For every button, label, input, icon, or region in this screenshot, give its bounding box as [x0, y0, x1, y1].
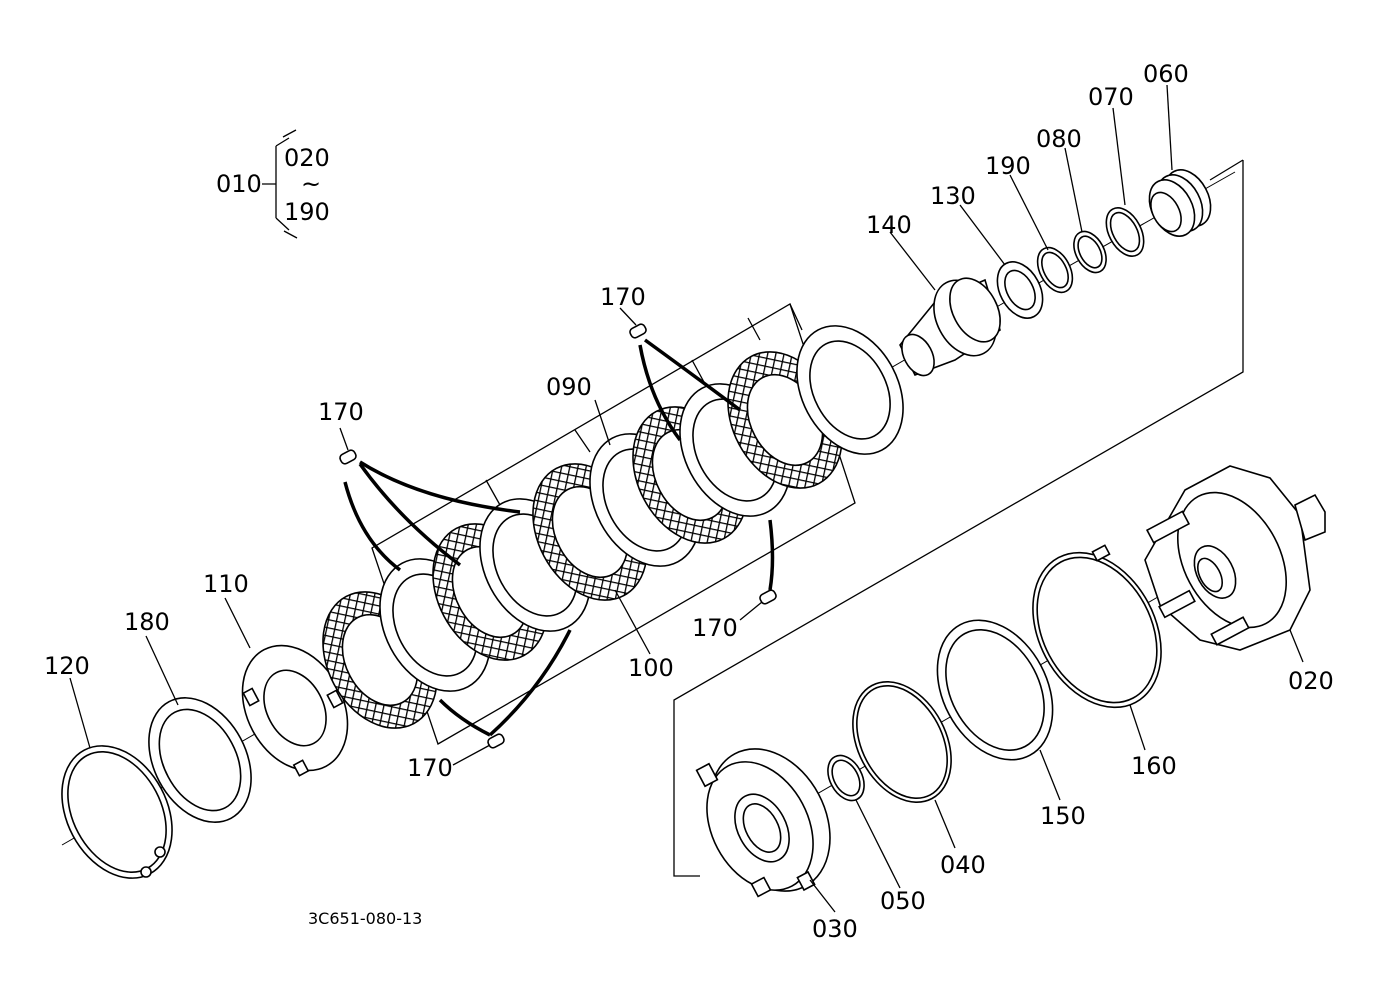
part-120-snap-ring [61, 745, 173, 879]
part-170-springs [339, 323, 777, 749]
part-130-bearing [996, 261, 1044, 319]
callout-170-c: 170 [692, 614, 738, 642]
part-180-washer [148, 697, 252, 823]
callout-060: 060 [1143, 60, 1189, 88]
part-150-spring-plate [936, 619, 1054, 761]
callout-020: 020 [1288, 667, 1334, 695]
callout-100: 100 [628, 654, 674, 682]
part-190-o-ring [1036, 246, 1074, 294]
callout-030: 030 [812, 915, 858, 943]
pressure-plate [796, 325, 904, 455]
callout-050: 050 [880, 887, 926, 915]
callout-170-b: 170 [600, 283, 646, 311]
callout-170-a: 170 [318, 398, 364, 426]
callout-040: 040 [940, 851, 986, 879]
callout-190: 190 [985, 152, 1031, 180]
callout-170-d: 170 [407, 754, 453, 782]
callout-160: 160 [1131, 752, 1177, 780]
assembly-group-bracket [262, 129, 298, 239]
callout-130: 130 [930, 182, 976, 210]
part-110-end-plate [241, 644, 349, 777]
piston-assembly-outline [673, 159, 1244, 877]
group-range-separator: ~ [301, 170, 321, 198]
callout-150: 150 [1040, 802, 1086, 830]
group-range-start: 020 [284, 144, 330, 172]
part-160-seal-ring [1032, 544, 1162, 709]
callout-070: 070 [1088, 83, 1134, 111]
part-070-ring [1105, 207, 1145, 257]
leader-lines [69, 84, 1304, 913]
group-main-label: 010 [216, 170, 262, 198]
part-080-snap-ring [1073, 230, 1107, 274]
callout-080: 080 [1036, 125, 1082, 153]
part-030-piston-housing [695, 748, 831, 898]
part-020-clutch-drum [1144, 465, 1326, 651]
part-060-seal-rings [1148, 169, 1212, 237]
part-140-clutch-hub [899, 277, 1001, 377]
callout-180: 180 [124, 608, 170, 636]
callout-120: 120 [44, 652, 90, 680]
callout-110: 110 [203, 570, 249, 598]
part-040-o-ring [852, 681, 952, 803]
drawing-code: 3C651-080-13 [308, 909, 422, 928]
callout-140: 140 [866, 211, 912, 239]
group-range-end: 190 [284, 198, 330, 226]
callout-090: 090 [546, 373, 592, 401]
part-050-o-ring [827, 754, 865, 802]
